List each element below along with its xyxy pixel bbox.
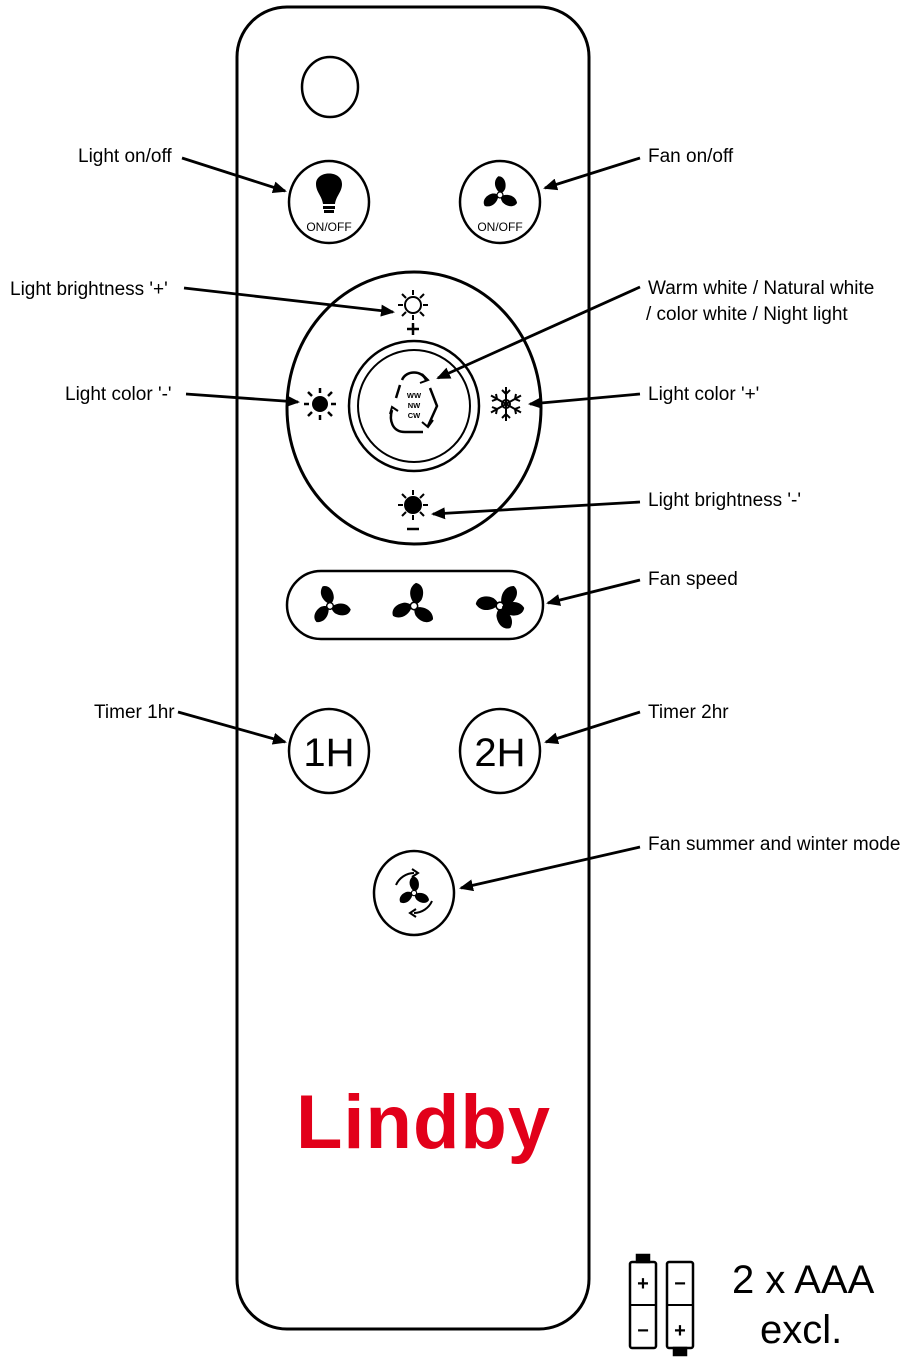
fan-icon — [481, 176, 519, 209]
label-timer-2hr: Timer 2hr — [648, 702, 729, 723]
arrow-timer-2h — [544, 710, 641, 745]
battery-plus-bottom: + — [674, 1320, 686, 1342]
light-bulb-icon — [316, 173, 342, 213]
battery-minus-top: − — [674, 1273, 686, 1295]
fan-onoff-button[interactable]: ON/OFF — [458, 159, 542, 245]
color-cycle-icon — [389, 371, 439, 434]
battery-minus-bottom: − — [637, 1320, 649, 1342]
led-indicator — [300, 55, 360, 119]
arrow-brightness-plus — [183, 286, 395, 317]
fan-onoff-text: ON/OFF — [477, 220, 522, 234]
cw-label: CW — [408, 411, 421, 420]
arrow-timer-1h — [177, 710, 287, 745]
fan-speed-mid-button[interactable] — [388, 579, 441, 627]
timer-2h-text: 2H — [474, 731, 525, 775]
label-color-mode-1: Warm white / Natural white — [648, 278, 875, 299]
timer-1h-text: 1H — [303, 731, 354, 775]
timer-2h-button[interactable]: 2H — [458, 707, 542, 795]
fan-speed-high-button[interactable] — [469, 572, 534, 636]
arrow-light-onoff — [181, 156, 287, 194]
brightness-minus-icon — [398, 490, 428, 531]
label-color-minus: Light color '-' — [65, 384, 172, 405]
label-fan-speed: Fan speed — [648, 569, 738, 590]
label-color-plus: Light color '+' — [648, 384, 760, 405]
color-minus-button[interactable] — [304, 388, 336, 420]
fan-speed-group — [285, 569, 545, 641]
label-color-mode-2: / color white / Night light — [646, 304, 848, 325]
nw-label: NW — [408, 401, 421, 410]
battery-icon — [628, 1253, 695, 1357]
arrow-color-mode — [436, 285, 641, 380]
brightness-plus-button[interactable] — [398, 290, 428, 335]
arrow-fan-onoff — [543, 156, 641, 191]
arrow-color-minus — [185, 392, 300, 408]
battery-quantity: 2 x AAA — [732, 1258, 875, 1302]
light-onoff-button[interactable]: ON/OFF — [287, 159, 371, 245]
label-brightness-minus: Light brightness '-' — [648, 490, 802, 511]
battery-note: excl. — [760, 1308, 843, 1352]
fan-mode-button[interactable] — [372, 849, 456, 937]
remote-body — [235, 5, 591, 1331]
callout-arrows — [177, 156, 641, 892]
fan-speed-low-button[interactable] — [304, 580, 354, 626]
fan-reverse-icon — [395, 868, 433, 918]
arrow-fan-mode — [459, 845, 641, 892]
arrow-fan-speed — [546, 578, 641, 606]
brand-logo: Lindby — [296, 1080, 552, 1165]
label-timer-1hr: Timer 1hr — [94, 702, 175, 723]
label-light-onoff: Light on/off — [78, 146, 172, 167]
label-brightness-plus: Light brightness '+' — [10, 279, 168, 300]
color-mode-button[interactable]: WW NW CW — [347, 339, 481, 473]
label-fan-onoff: Fan on/off — [648, 146, 734, 167]
arrow-color-plus — [528, 392, 641, 409]
light-onoff-text: ON/OFF — [306, 220, 351, 234]
battery-plus-top: + — [637, 1273, 649, 1295]
color-plus-button[interactable] — [490, 387, 522, 421]
timer-1h-button[interactable]: 1H — [287, 707, 371, 795]
brightness-plus-icon — [398, 290, 428, 335]
label-fan-mode: Fan summer and winter mode — [648, 834, 901, 855]
arrow-brightness-minus — [431, 500, 641, 520]
cold-color-icon — [490, 387, 522, 421]
warm-color-icon — [304, 388, 336, 420]
ww-label: WW — [407, 391, 422, 400]
brightness-minus-button[interactable] — [398, 490, 428, 531]
